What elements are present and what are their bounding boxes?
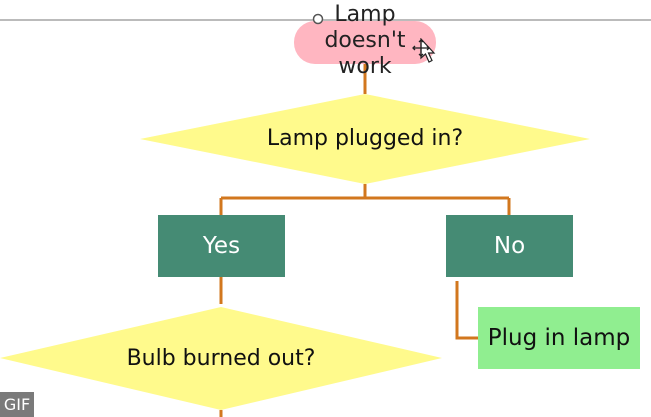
start-node-label: Lamp doesn't work: [300, 2, 430, 80]
action-box-label: Plug in lamp: [487, 325, 631, 351]
start-line-1: Lamp: [334, 2, 396, 27]
start-line-2: doesn't: [324, 28, 406, 53]
connectors: [219, 64, 511, 417]
rotate-handle-icon[interactable]: [312, 13, 324, 25]
decision2-label: Bulb burned out?: [126, 345, 316, 371]
decision1-shape[interactable]: [140, 94, 590, 184]
yes-box-label: Yes: [202, 233, 241, 259]
connector-no-action: [455, 281, 478, 340]
no-box-shape[interactable]: [446, 215, 573, 277]
decision1-label: Lamp plugged in?: [266, 125, 464, 151]
no-box-label: No: [493, 233, 526, 259]
gif-badge: GIF: [0, 392, 34, 417]
start-node-shape[interactable]: [294, 21, 436, 64]
move-cursor-icon: [412, 38, 436, 63]
start-line-3: work: [338, 54, 392, 79]
decision2-shape[interactable]: [0, 307, 442, 410]
action-box-shape[interactable]: [478, 307, 640, 369]
yes-box-shape[interactable]: [158, 215, 285, 277]
